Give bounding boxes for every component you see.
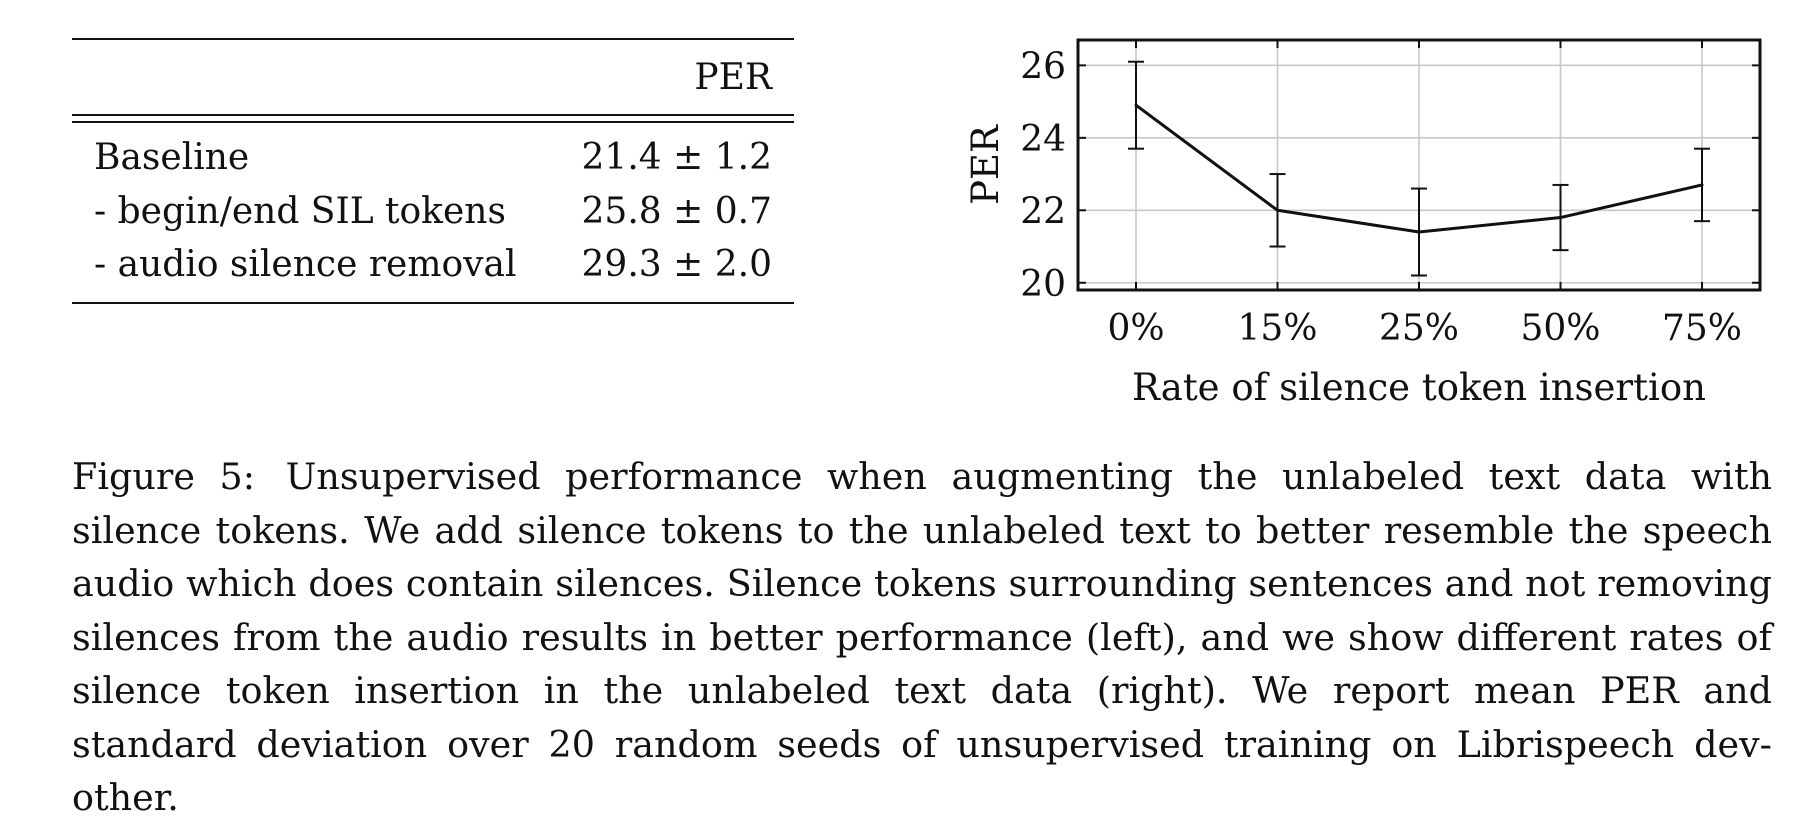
row-label-sil-tokens: - begin/end SIL tokens xyxy=(94,190,506,232)
table-row: - audio silence removal 29.3 ± 2.0 xyxy=(72,238,794,292)
chart-ticks: 20 22 24 26 0% 15% 25% 50% 75% xyxy=(1020,40,1760,349)
data-point xyxy=(1276,208,1279,212)
x-tick-label: 50% xyxy=(1520,308,1600,349)
row-value-baseline: 21.4 ± 1.2 xyxy=(581,137,772,179)
table-row: - begin/end SIL tokens 25.8 ± 0.7 xyxy=(72,185,794,239)
table-header-per: PER xyxy=(694,56,772,98)
x-tick-label: 0% xyxy=(1107,308,1164,349)
row-label-baseline: Baseline xyxy=(94,137,250,179)
y-tick-label: 26 xyxy=(1020,46,1066,87)
table-body: Baseline 21.4 ± 1.2 - begin/end SIL toke… xyxy=(72,123,794,302)
row-label-silence-removal: - audio silence removal xyxy=(94,244,517,286)
row-value-sil-tokens: 25.8 ± 0.7 xyxy=(581,190,772,232)
per-line-chart: 20 22 24 26 0% 15% 25% 50% 75% Rate of silence t… xyxy=(964,38,1762,409)
x-axis-label: Rate of silence token insertion xyxy=(1132,366,1706,409)
table-row: Baseline 21.4 ± 1.2 xyxy=(72,131,794,185)
y-axis-label: PER xyxy=(964,124,1007,205)
row-value-silence-removal: 29.3 ± 2.0 xyxy=(581,244,772,286)
data-point xyxy=(1134,103,1138,107)
x-tick-label: 75% xyxy=(1662,308,1742,349)
figure-caption: Figure 5: Unsupervised performance when … xyxy=(72,450,1772,825)
data-point xyxy=(1559,216,1562,220)
chart-series xyxy=(1128,60,1710,277)
y-tick-label: 24 xyxy=(1020,119,1066,160)
table-bottom-rule xyxy=(72,301,794,304)
table-header-row: PER xyxy=(72,40,794,114)
x-tick-label: 25% xyxy=(1379,308,1459,349)
y-tick-label: 20 xyxy=(1020,264,1066,305)
table-top-rule xyxy=(72,38,794,40)
x-tick-label: 15% xyxy=(1237,308,1317,349)
data-point xyxy=(1700,183,1704,187)
caption-label: Figure 5: xyxy=(72,455,256,498)
results-table: PER Baseline 21.4 ± 1.2 - begin/end SIL … xyxy=(72,38,794,304)
y-tick-label: 22 xyxy=(1020,191,1066,232)
table-header-double-rule xyxy=(72,114,794,123)
data-point xyxy=(1417,230,1421,234)
caption-text: Unsupervised performance when augmenting… xyxy=(72,455,1773,819)
